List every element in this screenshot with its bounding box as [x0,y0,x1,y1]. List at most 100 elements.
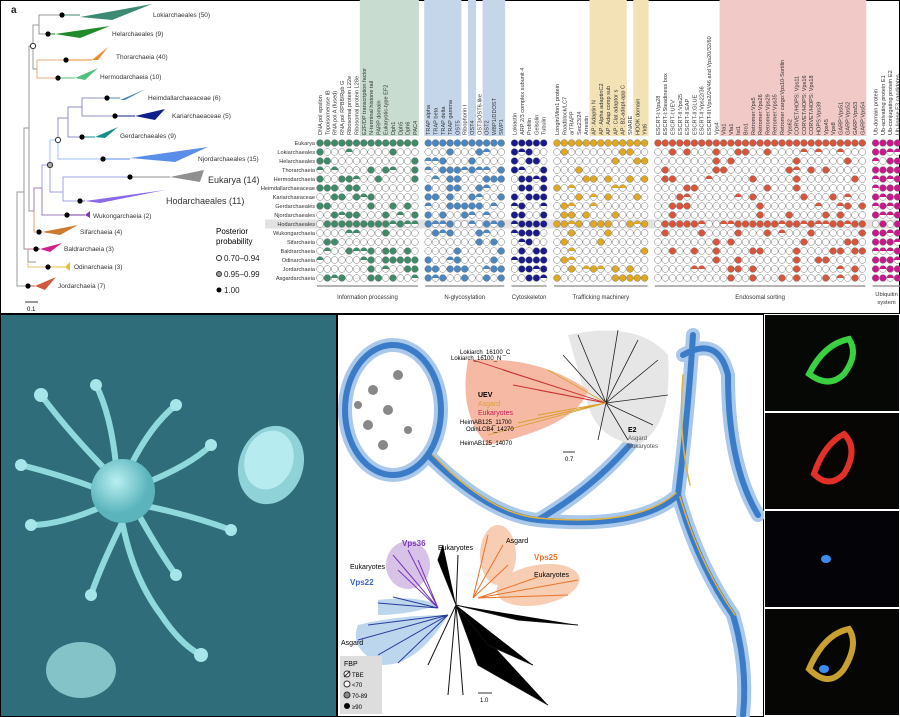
presence-dot [497,211,505,219]
presence-dot [879,166,887,174]
presence-dot [749,274,757,282]
presence-dot [360,211,368,219]
presence-dot [553,184,561,192]
presence-dot [553,175,561,183]
presence-dot [741,247,750,255]
presence-dot [633,229,641,237]
presence-dot [338,265,346,273]
presence-dot [411,256,419,264]
presence-dot [611,247,620,255]
partial-presence [879,265,887,269]
presence-dot [756,202,764,210]
group-label: system [877,300,896,306]
presence-dot [540,247,548,255]
tree-branches [16,14,130,287]
presence-dot [316,148,324,156]
column-label: HOPS:Vps39 [817,102,823,135]
presence-dot [367,220,375,228]
presence-dot [553,148,561,156]
presence-dot [712,274,720,282]
presence-dot [540,220,548,228]
presence-dot [367,274,375,282]
presence-dot [330,157,339,165]
presence-dot [858,139,866,147]
presence-dot [374,229,383,237]
presence-dot [851,238,859,246]
presence-dot [668,193,677,201]
protein-particles [354,370,412,450]
presence-dot [352,157,361,165]
presence-dot [431,247,440,255]
presence-dot [727,139,735,147]
presence-dot [389,247,397,255]
clade-triangle [35,277,56,290]
presence-dot [453,148,462,156]
partial-presence [461,166,469,170]
presence-dot [879,238,887,246]
presence-dot [553,211,561,219]
presence-dot [374,157,383,165]
presence-dot [661,175,669,183]
partial-presence [872,247,879,251]
presence-dot [497,166,505,174]
presence-dot [741,175,750,183]
presence-dot [807,274,815,282]
presence-dot [597,256,605,264]
presence-dot [345,220,353,228]
presence-dot [468,175,476,183]
partial-presence [483,229,490,233]
presence-dot [619,265,627,273]
partial-presence [483,148,490,152]
presence-dot [661,202,669,210]
presence-dot [553,202,561,210]
clade-label: Hermodarchaeia (10) [100,74,161,81]
partial-presence [475,193,483,197]
presence-dot [560,202,568,210]
presence-dot [403,148,412,156]
presence-dot [633,148,641,156]
presence-dot [749,202,757,210]
presence-dot [323,175,331,183]
presence-dot [619,157,627,165]
presence-dot [510,211,519,219]
presence-dot [705,211,713,219]
partial-presence [389,220,397,224]
vps25-label: Vps25 [534,553,558,562]
presence-dot [792,175,801,183]
presence-dot [654,265,662,273]
presence-dot [712,247,720,255]
presence-dot [540,157,548,165]
presence-dot [525,220,533,228]
presence-dot [749,166,757,174]
presence-dot [836,166,845,174]
presence-dot [582,247,590,255]
presence-dot [626,157,634,165]
presence-dot [727,157,735,165]
presence-dot [705,256,713,264]
presence-dot [712,211,720,219]
presence-dot [490,166,498,174]
partial-presence [683,193,691,197]
presence-dot [411,175,419,183]
presence-dot [822,256,830,264]
presence-dot [778,238,786,246]
presence-dot [886,265,894,273]
presence-dot [785,184,793,192]
presence-dot [367,139,375,147]
legend-item: 1.00 [224,286,240,295]
presence-dot [560,157,568,165]
partial-presence [633,220,641,224]
partial-presence [590,193,597,197]
presence-dot [611,211,620,219]
presence-dot [360,148,368,156]
presence-dot [836,211,845,219]
presence-dot [741,184,750,192]
presence-dot [705,247,713,255]
presence-dot [719,148,728,156]
partial-presence [483,166,490,170]
presence-dot [497,229,505,237]
partial-presence [894,256,900,260]
presence-dot [396,202,404,210]
presence-dot [396,166,404,174]
presence-dot [690,175,699,183]
